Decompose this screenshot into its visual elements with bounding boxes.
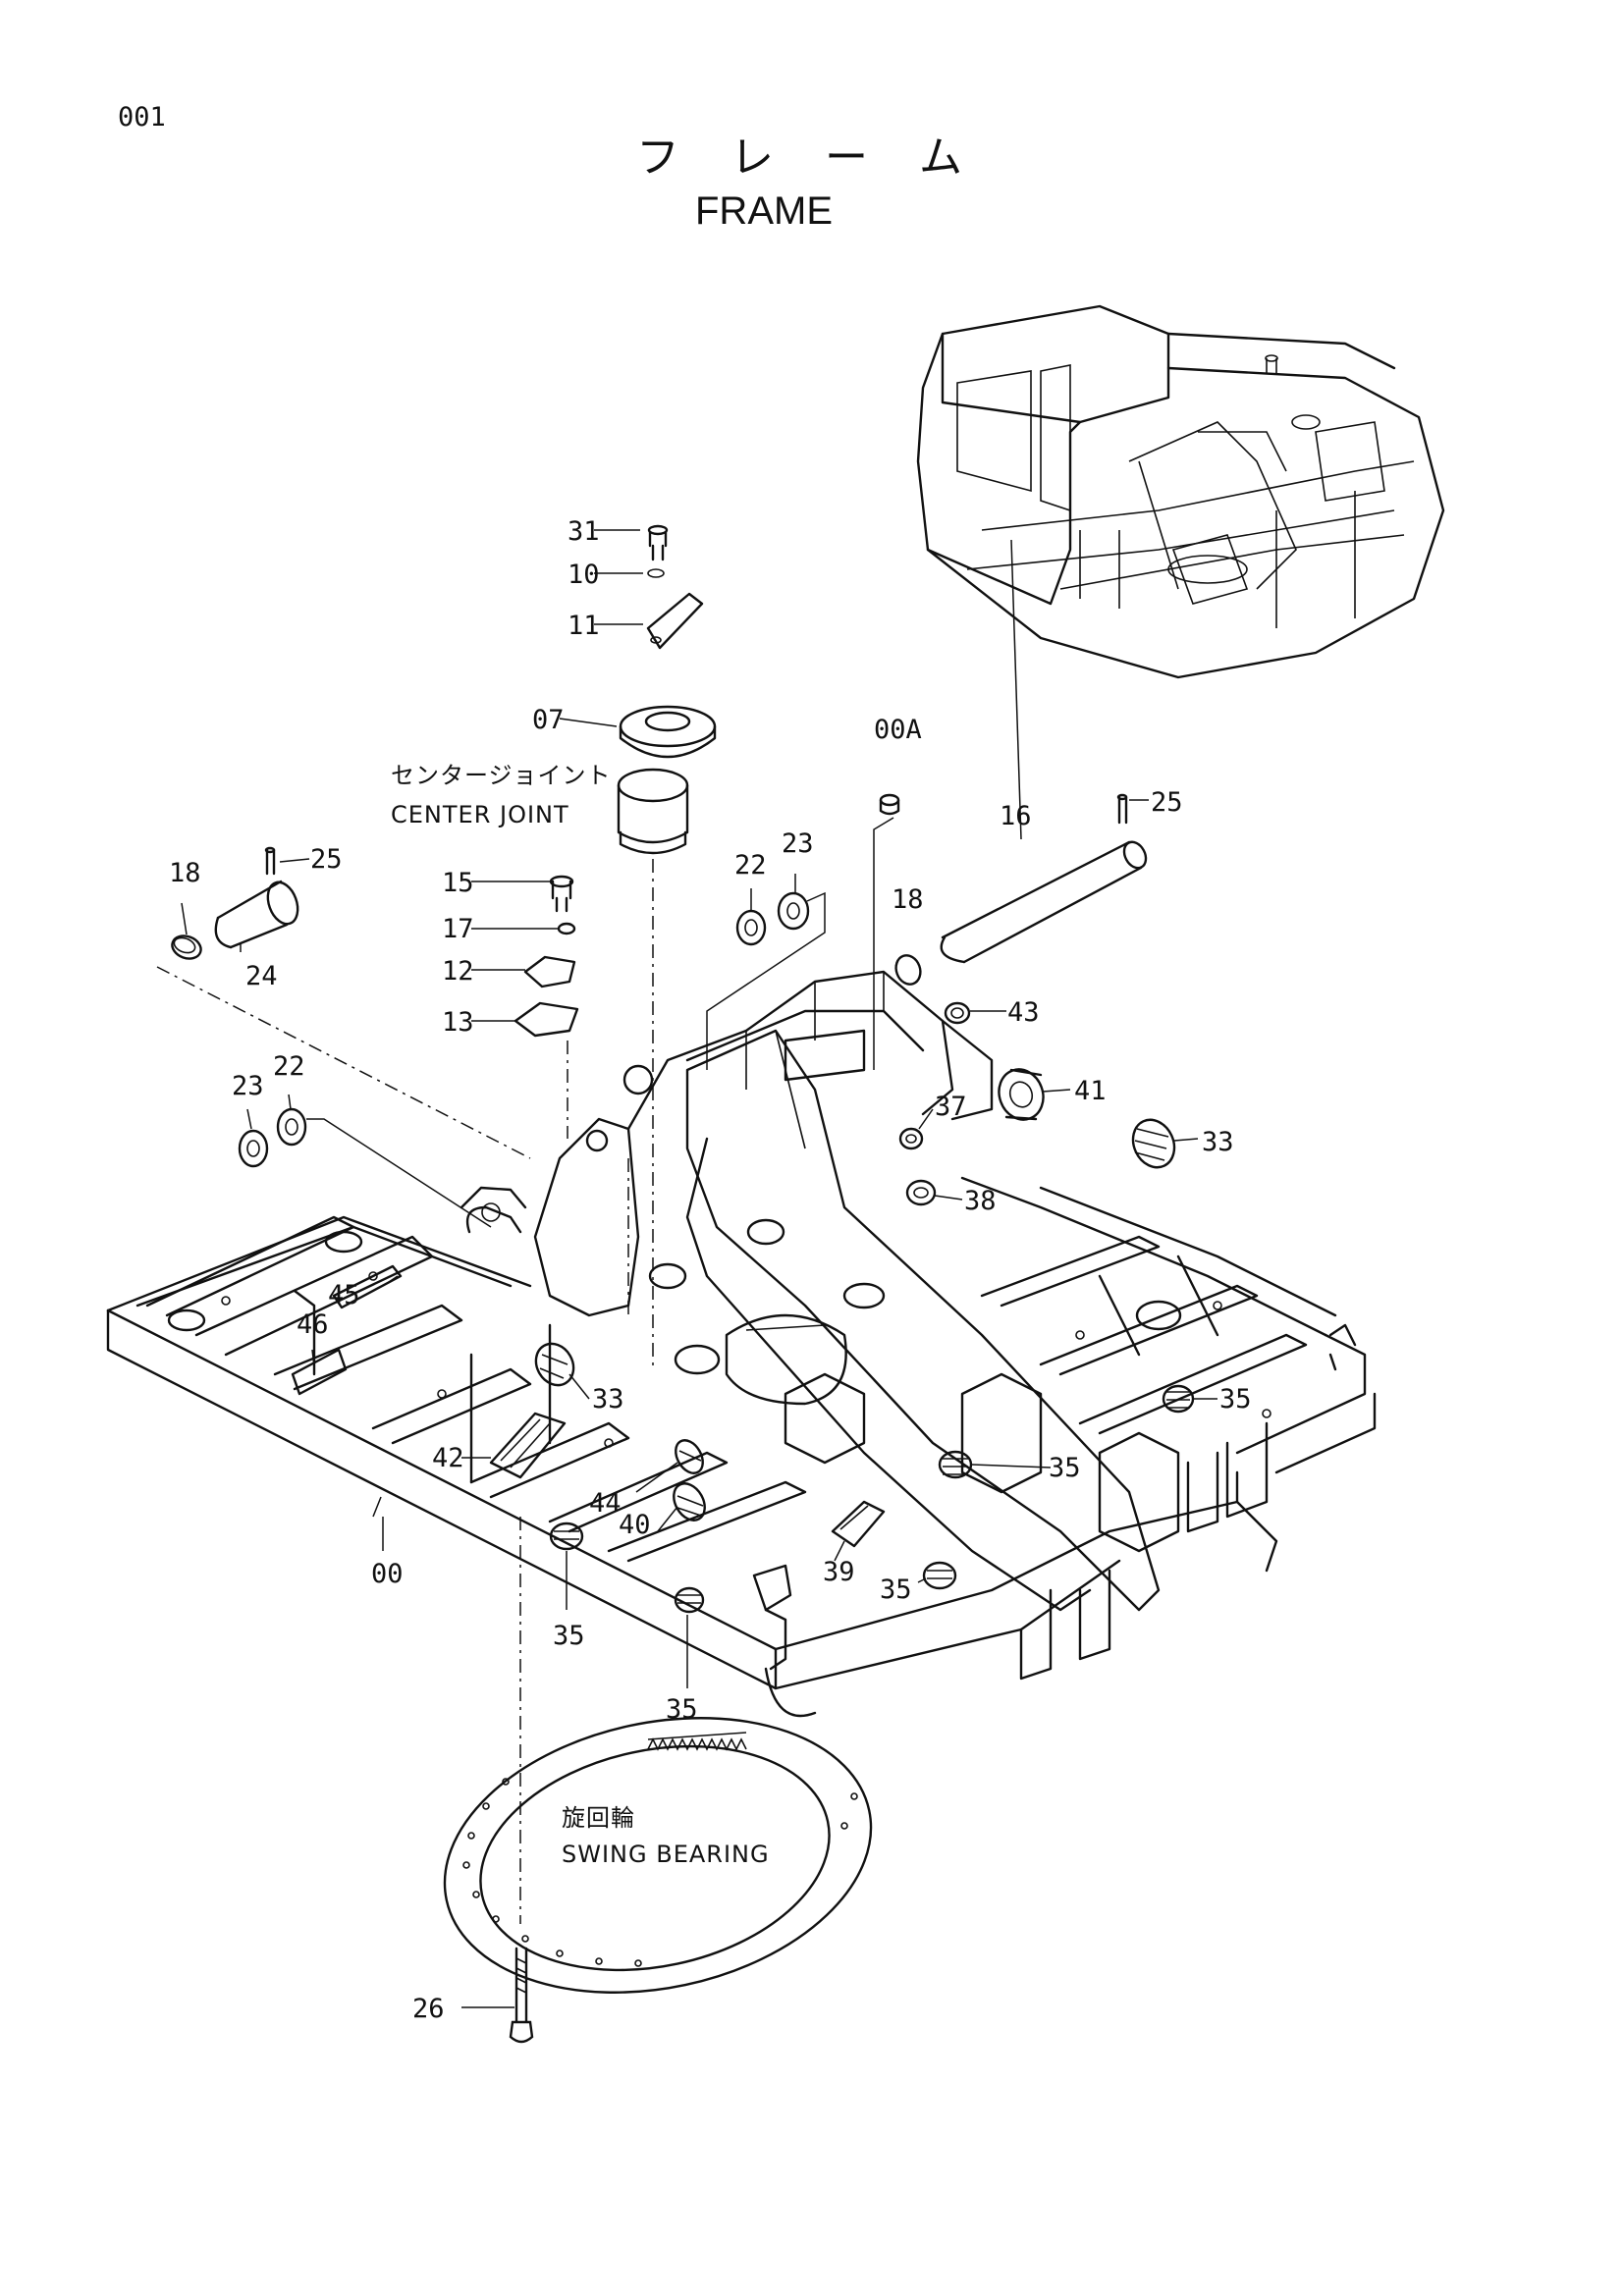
callout-45: 45 — [328, 1280, 360, 1310]
cushion-35-bottom — [674, 1586, 705, 1614]
callout-12: 12 — [442, 956, 474, 987]
grommet-37 — [898, 1127, 924, 1150]
callout-35-center: 35 — [1049, 1453, 1081, 1483]
shim-23-left — [238, 1129, 269, 1168]
plate-13 — [514, 1001, 579, 1038]
excavator-overview-illustration — [916, 304, 1445, 679]
bolt-15 — [549, 875, 574, 913]
callout-numbers: 31 10 11 07 00A 16 25 25 18 18 24 15 17 … — [169, 516, 1252, 2024]
leader-lines — [181, 529, 1217, 2008]
callout-33-right: 33 — [1202, 1127, 1234, 1157]
shims-left-leader — [306, 1118, 492, 1228]
bolt-31-washer-10-plate-11 — [646, 524, 704, 650]
cushion-42 — [489, 1412, 567, 1479]
cushion-38 — [905, 1179, 937, 1206]
bracket-45 — [332, 1264, 403, 1309]
center-joint-body — [617, 768, 689, 855]
title-english: FRAME — [695, 189, 833, 233]
shims-top-leader — [706, 891, 826, 1070]
callout-15: 15 — [442, 868, 474, 898]
callout-11: 11 — [568, 611, 600, 641]
ring-18-left — [171, 934, 202, 960]
cushion-39 — [831, 1500, 886, 1548]
swing-bearing-label-en: SWING BEARING — [562, 1841, 770, 1868]
plug-00A — [879, 793, 900, 816]
pin-25-right — [1116, 793, 1128, 825]
center-joint-seal-07 — [619, 705, 717, 759]
callout-35-left: 35 — [553, 1621, 585, 1651]
callout-18-left: 18 — [169, 858, 201, 888]
callout-10: 10 — [568, 560, 600, 590]
callout-25-right: 25 — [1151, 787, 1183, 818]
callout-18-right: 18 — [892, 884, 924, 915]
bolt-26 — [509, 1947, 534, 2044]
callout-46: 46 — [297, 1309, 329, 1340]
pin-16 — [940, 840, 1148, 964]
shim-22-left — [276, 1107, 307, 1147]
shim-22-top — [735, 909, 767, 946]
callout-16: 16 — [1000, 801, 1032, 831]
center-joint-label-ja: センタージョイント — [391, 762, 612, 789]
grommet-43 — [944, 1001, 971, 1025]
ring-18-right — [894, 954, 922, 986]
callout-22-top: 22 — [734, 850, 767, 881]
callout-24: 24 — [245, 961, 278, 991]
callout-42: 42 — [432, 1443, 464, 1473]
plug-00A-leader — [873, 817, 894, 1070]
callout-00: 00 — [371, 1559, 404, 1589]
cushion-41 — [998, 1068, 1045, 1121]
callout-13: 13 — [442, 1007, 474, 1038]
callout-23-top: 23 — [782, 828, 814, 859]
callout-31: 31 — [568, 516, 600, 547]
page-number: 001 — [118, 102, 166, 133]
callout-39: 39 — [823, 1557, 855, 1587]
title-japanese: フ レ ー ム — [636, 133, 966, 182]
cushion-33-right — [1131, 1118, 1176, 1169]
cushion-35-lower-right — [922, 1561, 957, 1590]
cushion-44 — [675, 1439, 704, 1474]
callout-23-left: 23 — [232, 1071, 264, 1101]
callout-37: 37 — [935, 1092, 967, 1122]
pin-24 — [214, 880, 299, 949]
callout-35-bottom: 35 — [666, 1694, 698, 1725]
callout-07: 07 — [532, 705, 565, 735]
callout-25-left: 25 — [310, 844, 343, 875]
cushion-35-left — [549, 1522, 584, 1551]
pin-25-left — [264, 846, 276, 876]
cushion-35-center — [938, 1450, 973, 1479]
callout-44: 44 — [589, 1488, 622, 1519]
bracket-46 — [291, 1348, 348, 1396]
swing-bearing-label-ja: 旋回輪 — [562, 1804, 635, 1832]
main-frame-00 — [106, 970, 1377, 1718]
center-joint-label-en: CENTER JOINT — [391, 801, 569, 828]
callout-22-left: 22 — [273, 1051, 305, 1082]
pin-24-axis — [156, 966, 531, 1159]
plate-12 — [523, 955, 576, 988]
callout-00A: 00A — [874, 715, 922, 745]
callout-33-left: 33 — [592, 1384, 624, 1415]
callout-17: 17 — [442, 914, 474, 944]
cushion-35-right-top — [1162, 1384, 1195, 1414]
shim-23-top — [777, 891, 810, 931]
callout-35-lower-right: 35 — [880, 1575, 912, 1605]
cushion-40 — [673, 1482, 706, 1522]
callout-40: 40 — [619, 1510, 651, 1540]
washer-17 — [557, 922, 576, 935]
callout-41: 41 — [1074, 1076, 1107, 1106]
callout-26: 26 — [412, 1994, 445, 2024]
swing-bearing — [443, 1717, 873, 1994]
callout-35-right: 35 — [1219, 1384, 1252, 1415]
small-bracket — [752, 1564, 792, 1612]
callout-38: 38 — [964, 1186, 997, 1216]
callout-43: 43 — [1007, 997, 1040, 1028]
cushion-33-left — [534, 1342, 575, 1387]
